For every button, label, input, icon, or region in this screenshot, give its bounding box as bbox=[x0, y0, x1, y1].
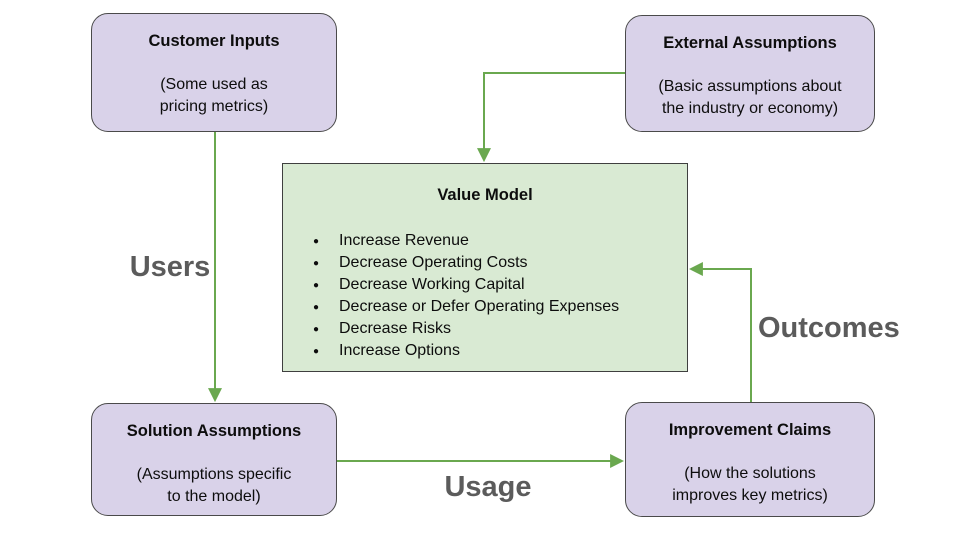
external-assumptions-box: External Assumptions (Basic assumptions … bbox=[625, 15, 875, 132]
value-model-item: Increase Revenue bbox=[313, 230, 687, 253]
solution-assumptions-box: Solution Assumptions (Assumptions specif… bbox=[91, 403, 337, 516]
customer-inputs-subtitle: (Some used as pricing metrics) bbox=[159, 76, 269, 115]
outcomes-edge-label: Outcomes bbox=[758, 312, 900, 344]
improvement-claims-subtitle: (How the solutions improves key metrics) bbox=[672, 465, 828, 504]
external-assumptions-arrow bbox=[477, 72, 625, 163]
value-model-item: Decrease or Defer Operating Expenses bbox=[313, 296, 687, 319]
value-model-item: Decrease Risks bbox=[313, 318, 687, 341]
users-edge-label: Users bbox=[129, 251, 211, 283]
value-model-item: Decrease Operating Costs bbox=[313, 252, 687, 275]
value-model-title: Value Model bbox=[437, 186, 533, 204]
improvement-claims-box: Improvement Claims (How the solutions im… bbox=[625, 402, 875, 517]
solution-assumptions-subtitle: (Assumptions specific to the model) bbox=[136, 466, 292, 505]
improvement-claims-title: Improvement Claims bbox=[668, 421, 832, 439]
value-model-item: Decrease Working Capital bbox=[313, 274, 687, 297]
value-model-item: Increase Options bbox=[313, 340, 687, 363]
value-model-list: Increase RevenueDecrease Operating Costs… bbox=[283, 230, 687, 363]
customer-inputs-title: Customer Inputs bbox=[148, 32, 280, 50]
external-assumptions-title: External Assumptions bbox=[663, 34, 837, 52]
external-assumptions-subtitle: (Basic assumptions about the industry or… bbox=[658, 78, 842, 117]
value-model-box: Value Model Increase RevenueDecrease Ope… bbox=[282, 163, 688, 372]
outcomes-arrow bbox=[688, 262, 752, 402]
customer-inputs-box: Customer Inputs (Some used as pricing me… bbox=[91, 13, 337, 132]
solution-assumptions-title: Solution Assumptions bbox=[126, 422, 302, 440]
usage-edge-label: Usage bbox=[444, 471, 532, 503]
